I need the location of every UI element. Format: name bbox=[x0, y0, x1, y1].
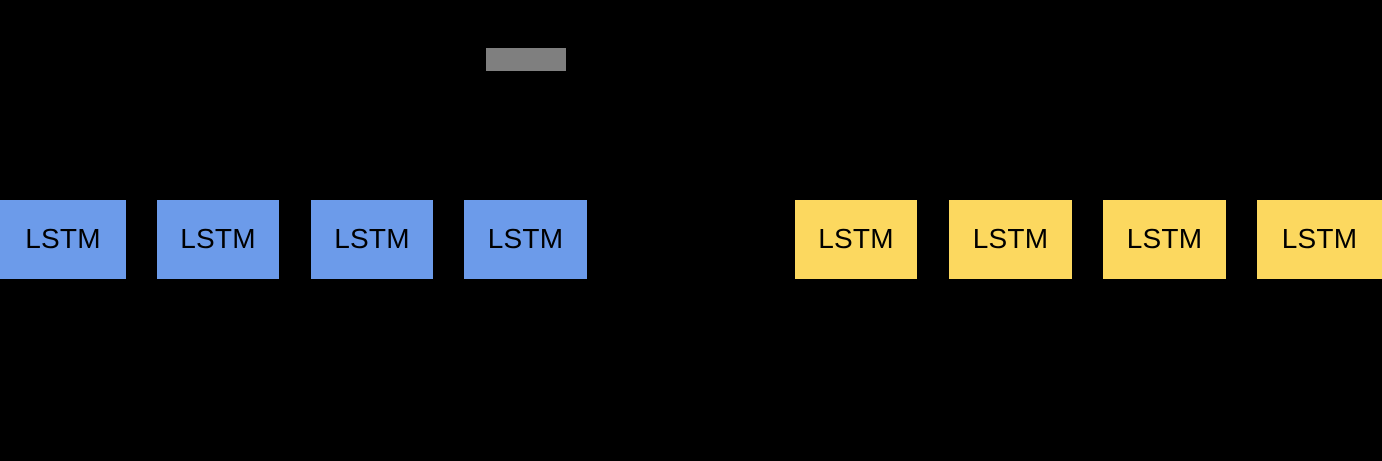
top-placeholder-bar bbox=[486, 48, 566, 71]
encoder-lstm-cell-label: LSTM bbox=[487, 222, 564, 254]
encoder-lstm-cell-label: LSTM bbox=[180, 222, 256, 254]
decoder-lstm-cell-label: LSTM bbox=[972, 222, 1049, 254]
decoder-lstm-cell-3[interactable]: LSTM bbox=[1103, 200, 1226, 279]
decoder-lstm-cell-label: LSTM bbox=[1126, 222, 1203, 254]
encoder-lstm-cell-3[interactable]: LSTM bbox=[311, 200, 433, 279]
encoder-lstm-cell-4[interactable]: LSTM bbox=[464, 200, 587, 279]
encoder-lstm-cell-2[interactable]: LSTM bbox=[157, 200, 279, 279]
decoder-lstm-cell-2[interactable]: LSTM bbox=[949, 200, 1072, 279]
encoder-lstm-cell-1[interactable]: LSTM bbox=[0, 200, 126, 279]
decoder-lstm-cell-4[interactable]: LSTM bbox=[1257, 200, 1382, 279]
decoder-lstm-cell-label: LSTM bbox=[1281, 222, 1358, 254]
decoder-lstm-cell-1[interactable]: LSTM bbox=[795, 200, 917, 279]
encoder-lstm-cell-label: LSTM bbox=[25, 222, 101, 254]
decoder-lstm-cell-label: LSTM bbox=[818, 222, 894, 254]
encoder-lstm-cell-label: LSTM bbox=[334, 222, 410, 254]
